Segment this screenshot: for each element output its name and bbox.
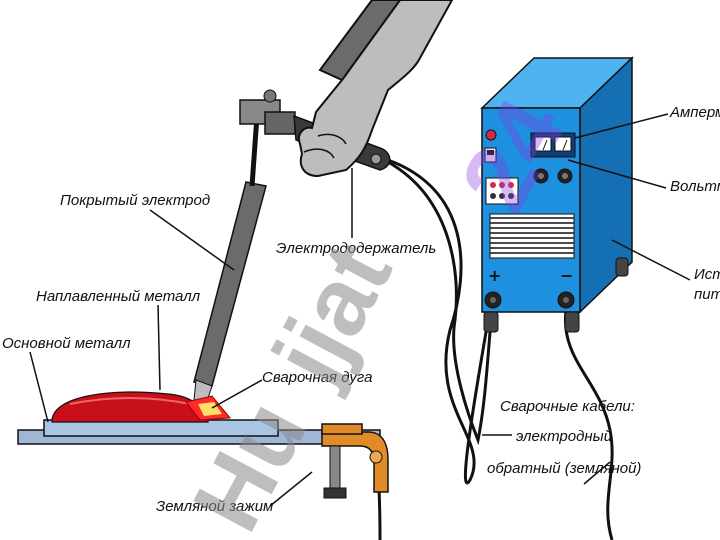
leader-return-cable (583, 461, 611, 485)
machine-foot-left (483, 311, 499, 333)
label-deposited-metal: Наплавленный металл (36, 288, 201, 305)
label-welding-cables: Сварочные кабели: (500, 398, 635, 415)
work-plates (17, 391, 381, 445)
machine-foot-back (615, 257, 629, 277)
ground-clamp-graphic (321, 423, 389, 499)
electrode-graphic (193, 89, 281, 405)
leader-base-metal (29, 351, 49, 423)
leader-ground-clamp (269, 471, 313, 507)
plus-sign: + (488, 266, 502, 285)
leader-welding-arc (211, 379, 263, 409)
welding-glove (298, 0, 454, 178)
label-power-source-1: Ист (694, 266, 720, 283)
leader-lines (29, 113, 691, 507)
label-base-metal: Основной металл (2, 335, 131, 352)
label-ground-clamp: Земляной зажим (156, 498, 274, 515)
label-power-source-2: пит (694, 286, 720, 303)
label-welding-arc: Сварочная дуга (262, 369, 373, 386)
power-switch-lever (487, 150, 494, 155)
power-lamp (485, 129, 497, 141)
welding-machine (480, 56, 634, 333)
leader-coated-electrode (149, 209, 235, 271)
leader-power-source (611, 239, 691, 281)
vent-grille (489, 213, 575, 259)
label-return-cable: обратный (земляной) (487, 460, 642, 477)
label-voltmeter: Вольтм (670, 178, 720, 195)
label-ammeter: Амперм (670, 104, 720, 121)
label-electrode-cable: электродный (516, 428, 613, 445)
leader-deposited-metal (157, 304, 161, 391)
label-electrode-holder: Электрододержатель (276, 240, 437, 257)
electrode-cable-to-plus (387, 160, 494, 446)
electrode-cable (387, 158, 492, 485)
return-cable (563, 309, 614, 540)
machine-foot-right (564, 311, 580, 333)
leader-voltmeter (567, 159, 667, 189)
weld-bead (51, 391, 209, 423)
label-coated-electrode: Покрытый электрод (60, 192, 211, 209)
leader-ammeter (574, 113, 669, 139)
minus-sign: − (560, 266, 574, 285)
